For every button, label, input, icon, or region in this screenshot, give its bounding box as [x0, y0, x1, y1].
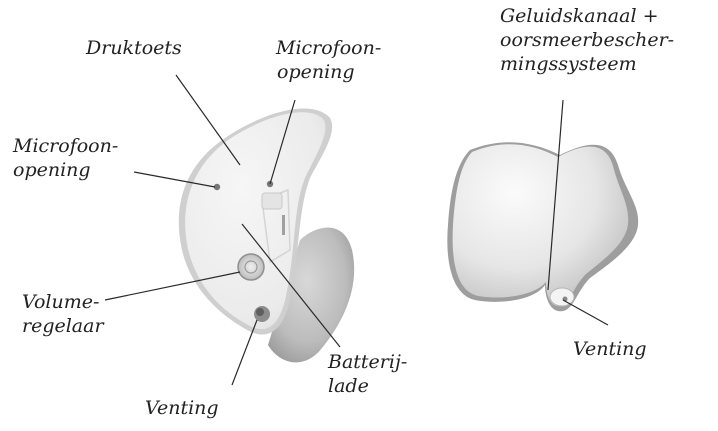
label-volumeregelaar: Volume- regelaar [22, 290, 104, 338]
volume-control [238, 254, 264, 280]
label-microfoon-right: Microfoon- opening [276, 36, 381, 84]
push-button [262, 193, 282, 209]
battery-drawer-notch [282, 215, 285, 235]
label-geluid-line1: Geluidskanaal + [500, 4, 674, 28]
label-batterijlade: Batterij- lade [328, 350, 407, 398]
label-venting-right: Venting [573, 337, 647, 361]
label-geluid-line3: mingssysteem [500, 52, 674, 76]
label-batterij-line2: lade [328, 374, 407, 398]
leader-venting-left [232, 320, 257, 385]
leader-venting-right [563, 300, 608, 325]
label-microfoon-left-line1: Microfoon- [13, 134, 118, 158]
label-volume-line1: Volume- [22, 290, 104, 314]
label-batterij-line1: Batterij- [328, 350, 407, 374]
label-microfoon-right-line2: opening [276, 60, 381, 84]
label-volume-line2: regelaar [22, 314, 104, 338]
right-shell [453, 144, 629, 306]
leader-druktoets [176, 75, 240, 165]
label-druktoets: Druktoets [86, 36, 182, 60]
sound-canal-tip [550, 288, 574, 306]
venting-hole-left-inner [256, 308, 264, 316]
label-microfoon-left-line2: opening [13, 158, 118, 182]
label-venting-left: Venting [145, 396, 219, 420]
label-microfoon-right-line1: Microfoon- [276, 36, 381, 60]
label-microfoon-left: Microfoon- opening [13, 134, 118, 182]
label-geluidskanaal: Geluidskanaal + oorsmeerbescher- mingssy… [500, 4, 674, 76]
right-hearing-aid [447, 142, 638, 311]
label-geluid-line2: oorsmeerbescher- [500, 28, 674, 52]
left-hearing-aid [179, 108, 354, 362]
